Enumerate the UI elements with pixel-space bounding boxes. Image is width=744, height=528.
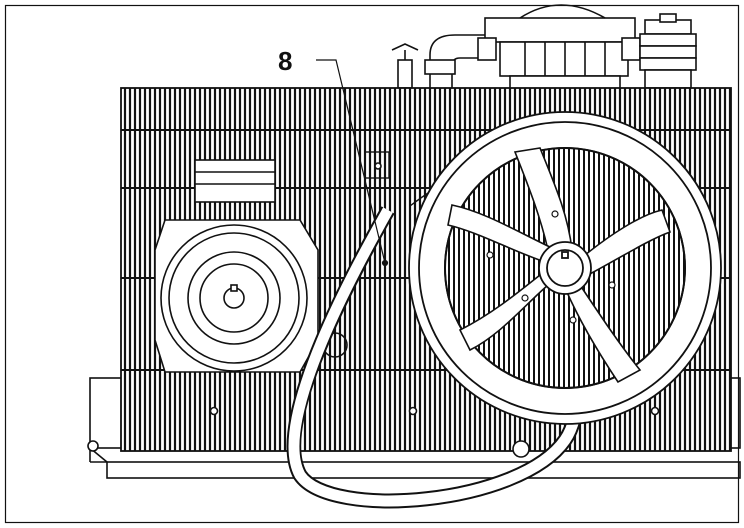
compressor-head xyxy=(391,4,697,96)
frame-border xyxy=(4,4,740,524)
callout-label: 8 xyxy=(278,46,292,76)
electric-motor xyxy=(154,159,348,373)
callout-leader xyxy=(316,59,389,267)
flywheel-fan xyxy=(408,111,722,425)
